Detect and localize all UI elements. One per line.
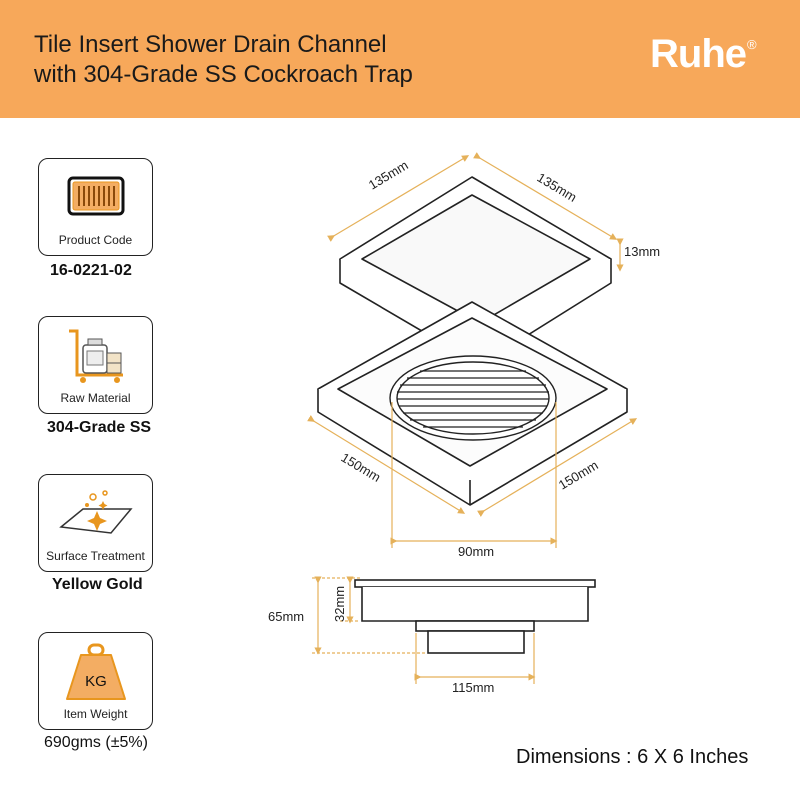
drain-grate-icon xyxy=(67,176,125,216)
registered-mark: ® xyxy=(747,36,757,52)
spec-caption: Product Code xyxy=(58,233,133,247)
dim-side-bottom: 115mm xyxy=(452,680,494,695)
brand-logo: Ruhe® xyxy=(650,32,757,77)
kg-label: KG xyxy=(85,673,107,690)
dim-top-height: 13mm xyxy=(624,244,660,259)
product-title: Tile Insert Shower Drain Channel with 30… xyxy=(34,30,413,90)
dim-top-right: 135mm xyxy=(534,170,579,205)
title-line-2: with 304-Grade SS Cockroach Trap xyxy=(34,61,413,88)
spec-value-product-code: 16-0221-02 xyxy=(50,262,132,279)
dimensions-footer: Dimensions : 6 X 6 Inches xyxy=(516,746,749,768)
spec-caption: Raw Material xyxy=(60,391,131,405)
spec-value-raw-material: 304-Grade SS xyxy=(47,419,152,436)
side-view xyxy=(354,579,596,654)
round-grate xyxy=(389,355,557,441)
title-line-1: Tile Insert Shower Drain Channel xyxy=(34,31,387,58)
spec-value-surface-treatment: Yellow Gold xyxy=(52,576,143,593)
raw-material-card: Raw Material xyxy=(38,316,153,414)
dim-top-left: 135mm xyxy=(366,157,411,192)
item-weight-card: KG Item Weight xyxy=(38,632,153,730)
spec-caption: Item Weight xyxy=(63,707,128,721)
product-code-card: Product Code xyxy=(38,158,153,256)
brand-name: Ruhe xyxy=(650,32,747,76)
dim-side-total: 65mm xyxy=(268,609,304,624)
spec-value-item-weight: 690gms (±5%) xyxy=(44,734,148,751)
surface-treatment-card: Surface Treatment xyxy=(38,474,153,572)
material-cart-icon xyxy=(69,329,123,383)
spec-caption: Surface Treatment xyxy=(46,549,145,563)
header-banner: Tile Insert Shower Drain Channel with 30… xyxy=(0,0,800,118)
dim-base-left: 150mm xyxy=(338,450,383,485)
sparkle-surface-icon xyxy=(59,490,133,534)
dim-side-upper: 32mm xyxy=(332,586,347,622)
dim-grate: 90mm xyxy=(458,544,494,559)
kg-weight-icon: KG xyxy=(66,643,126,700)
